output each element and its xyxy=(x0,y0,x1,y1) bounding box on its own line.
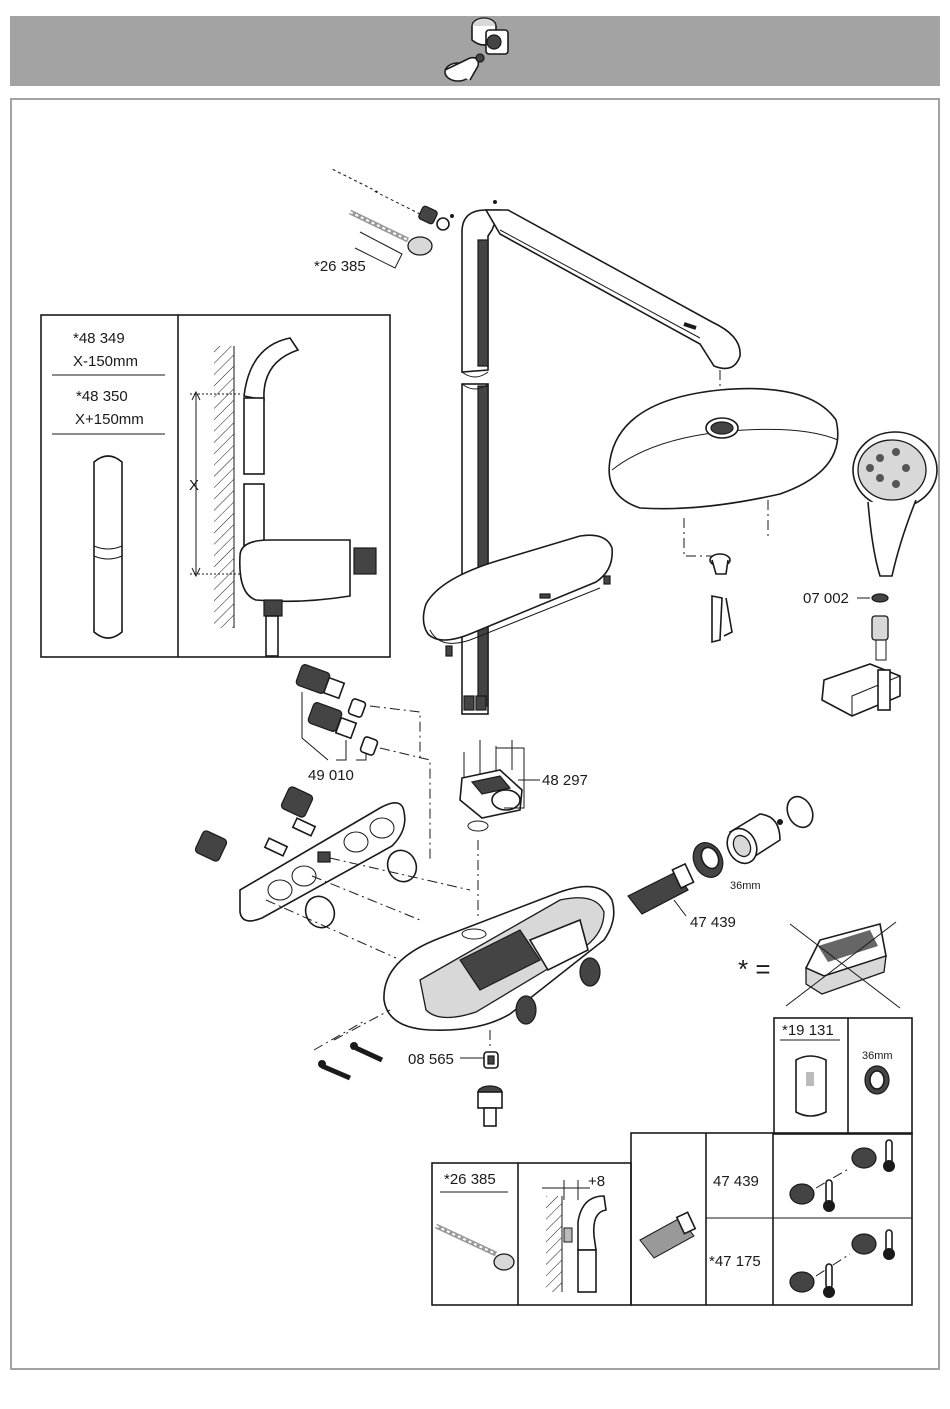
cartridges-label: 49 010 xyxy=(308,767,354,784)
wall-screw-kit xyxy=(330,168,449,268)
temperature-handle xyxy=(722,814,780,868)
overhead-shower-head xyxy=(609,389,838,509)
hand-shower-holder xyxy=(822,664,900,716)
table-row2-code: *47 175 xyxy=(709,1253,761,1270)
cartridge-nut xyxy=(688,838,729,882)
thermo-cartridge-label: 47 439 xyxy=(690,914,736,931)
handle-cap xyxy=(777,792,818,831)
inset-rail-code-b: *48 350 xyxy=(76,388,128,405)
inset-rail-code-a: *48 349 xyxy=(73,330,125,347)
thermostat-body xyxy=(384,887,614,1031)
flow-cartridge-set xyxy=(295,664,378,760)
outlet-connector xyxy=(478,1086,502,1126)
table-row1-code: 47 439 xyxy=(713,1173,759,1190)
cartridge-table xyxy=(631,1133,912,1305)
check-valve xyxy=(484,1052,498,1068)
hose-seal xyxy=(872,594,888,602)
inset-rail-dim-x: X xyxy=(189,477,199,494)
mounting-screws xyxy=(314,1010,390,1078)
check-valve-label: 08 565 xyxy=(408,1051,454,1068)
inset-rail-dim-a: X-150mm xyxy=(73,353,138,370)
asterisk-note: * = xyxy=(738,954,771,984)
hand-shower xyxy=(853,432,937,576)
inset-rail-dim-b: X+150mm xyxy=(75,411,144,428)
thermo-element-label: 48 297 xyxy=(542,772,588,789)
crossed-out-package-icon xyxy=(786,922,900,1008)
inset-offset-code: *26 385 xyxy=(444,1171,496,1188)
shower-riser-pipe xyxy=(462,210,500,714)
thermostatic-element xyxy=(460,740,524,831)
tool-size-label: 36mm xyxy=(862,1050,893,1062)
tool-code-label: *19 131 xyxy=(782,1022,834,1039)
glass-shelf xyxy=(423,535,612,656)
shower-head-nut xyxy=(710,554,730,574)
thermo-nut-label: 36mm xyxy=(730,880,761,892)
hose-connector xyxy=(872,616,888,660)
shower-head-tool xyxy=(712,596,732,642)
seal-label: 07 002 xyxy=(803,590,849,607)
thermostatic-cartridge xyxy=(628,864,694,914)
screw-kit-top-label: *26 385 xyxy=(314,258,366,275)
wall-connectors xyxy=(194,786,315,863)
wall-mount-bracket-icon xyxy=(445,18,508,81)
inset-offset-value: +8 xyxy=(588,1173,605,1190)
